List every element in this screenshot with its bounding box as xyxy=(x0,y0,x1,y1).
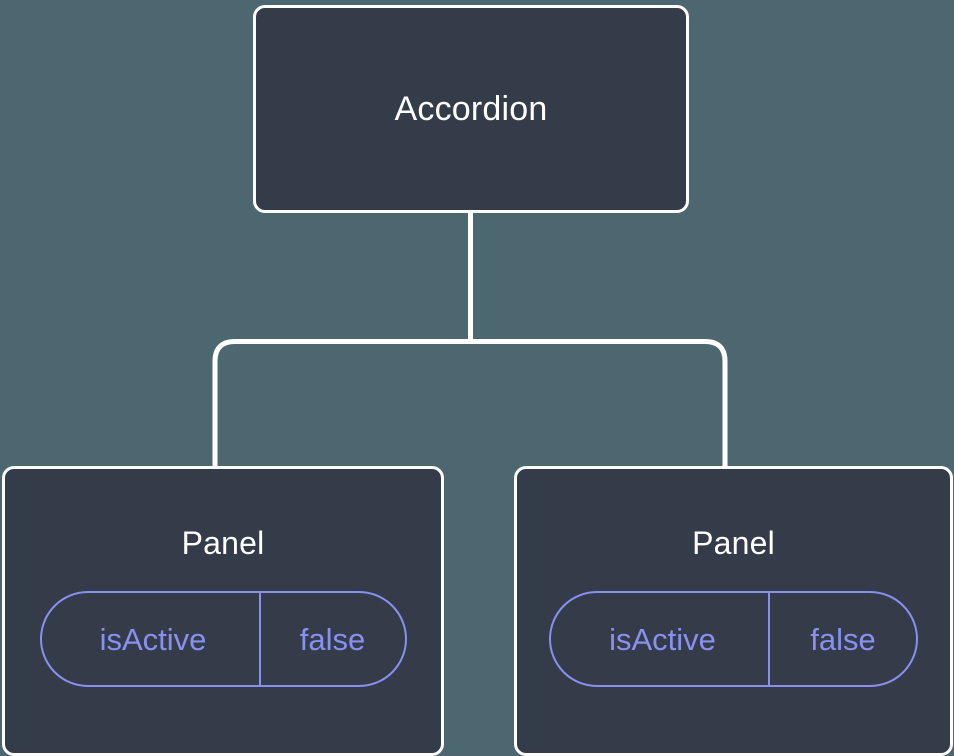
node-accordion[interactable]: Accordion xyxy=(253,5,689,213)
prop-badge-is-active-right[interactable]: isActive false xyxy=(549,591,918,687)
node-panel-left-title: Panel xyxy=(181,525,265,561)
node-panel-right-title: Panel xyxy=(692,525,775,561)
prop-key-label: isActive xyxy=(609,621,716,657)
node-panel-left[interactable]: Panel isActive false xyxy=(2,466,444,756)
prop-value-label: false xyxy=(299,621,366,657)
prop-value-label: false xyxy=(810,621,876,657)
connector-branch-right xyxy=(470,339,728,470)
prop-badge-is-active-left[interactable]: isActive false xyxy=(39,591,407,687)
node-panel-right[interactable]: Panel isActive false xyxy=(514,466,953,756)
node-accordion-title: Accordion xyxy=(394,90,548,128)
connector-branch-left xyxy=(212,339,471,470)
component-tree-diagram: Accordion Panel isActive false Panel isA… xyxy=(2,5,953,756)
prop-key-label: isActive xyxy=(99,621,207,657)
prop-divider xyxy=(768,593,770,685)
prop-divider xyxy=(258,593,261,685)
